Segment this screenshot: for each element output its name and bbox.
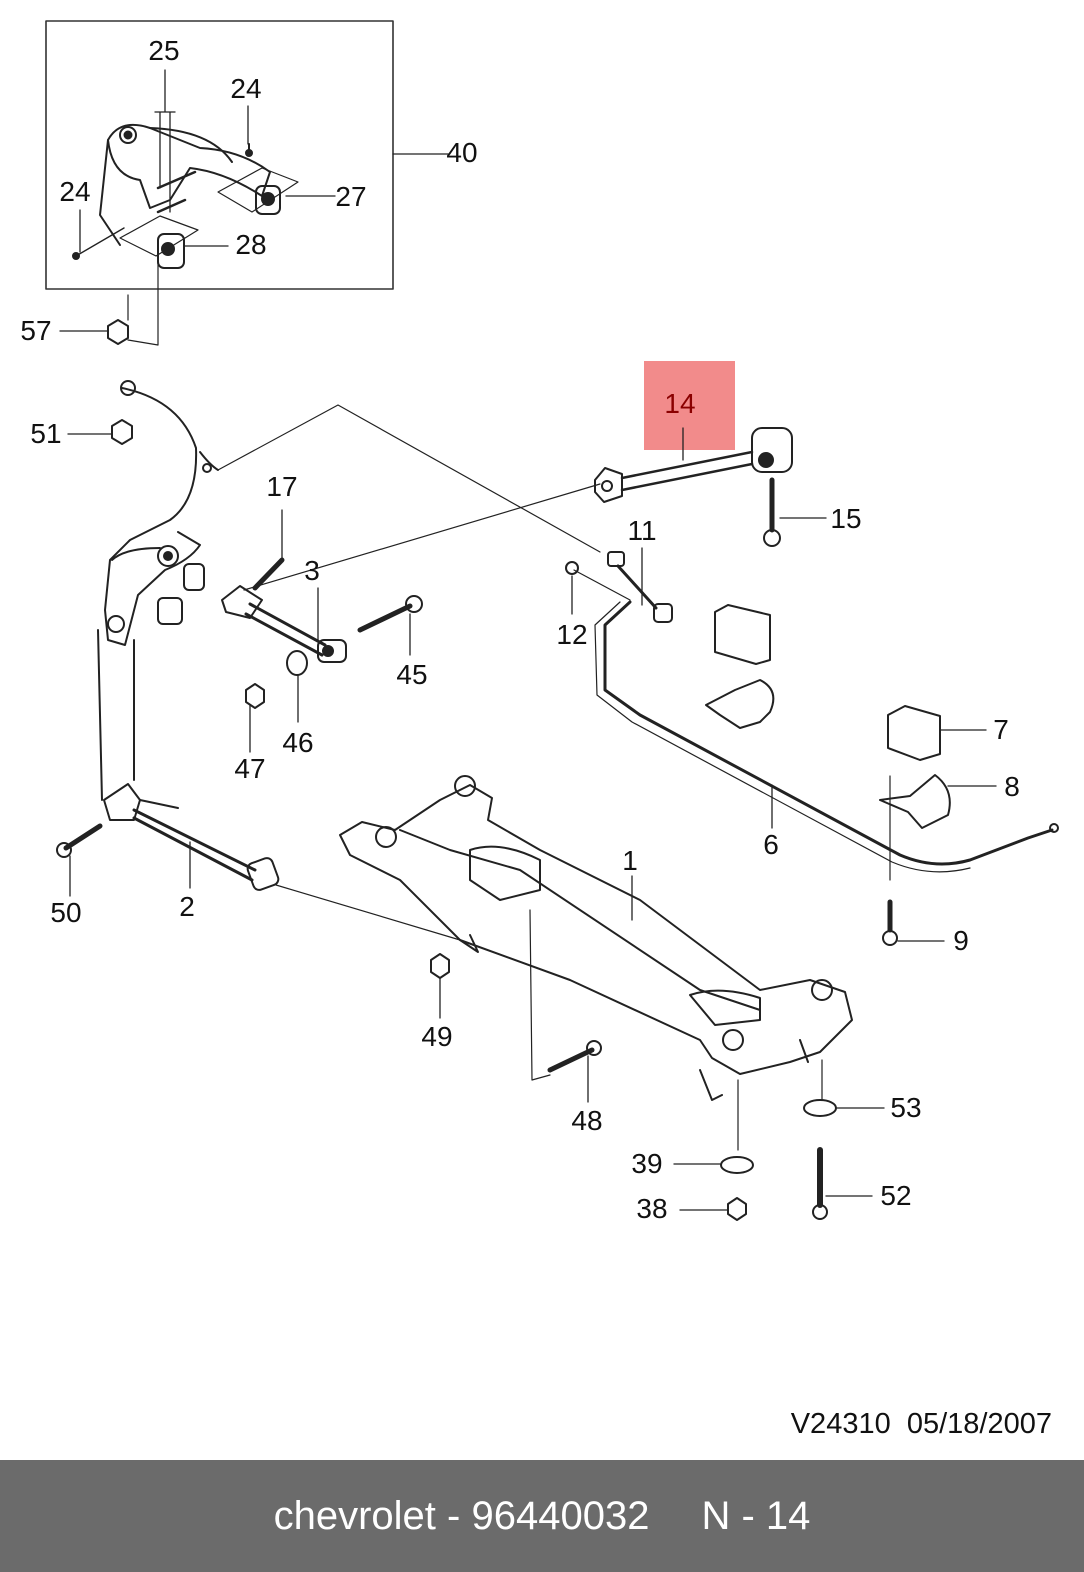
callout-57: 57 [20,315,51,346]
stabilizer-bar-6 [594,600,1059,873]
callout-52: 52 [880,1180,911,1211]
part-number: 96440032 [471,1493,650,1538]
callout-53: 53 [890,1092,921,1123]
callout-25: 25 [148,35,179,66]
callout-2: 2 [179,891,195,922]
knuckle-assembly [97,380,601,801]
callout-1: 1 [622,845,638,876]
callout-24-top: 24 [230,73,261,104]
callout-49: 49 [421,1021,452,1052]
stabilizer-bracket-upper [705,679,775,729]
inset-box-40 [45,20,394,290]
diagram-reference: V24310 05/18/2007 [791,1408,1052,1441]
callout-15: 15 [830,503,861,534]
stabilizer-bracket-8 [879,774,951,829]
callout-9: 9 [953,925,969,956]
callout-51: 51 [30,418,61,449]
leader-lines [59,69,997,1211]
callout-38: 38 [636,1193,667,1224]
reference-date: 05/18/2007 [906,1408,1052,1440]
callout-50: 50 [50,897,81,928]
end-link-11 [573,551,673,623]
trailing-link-2 [103,783,461,941]
crossmember-1 [339,775,853,1101]
nut-51 [111,419,133,445]
callout-24-left: 24 [59,176,90,207]
callout-14: 14 [664,388,695,419]
callout-6: 6 [763,829,779,860]
callout-3: 3 [304,555,320,586]
stabilizer-bushing-upper [714,604,771,665]
callout-47: 47 [234,753,265,784]
callout-40: 40 [446,137,477,168]
callout-27: 27 [335,181,366,212]
highlight-box-14 [644,361,735,450]
callout-12: 12 [556,619,587,650]
footer-bar: chevrolet - 96440032 N - 14 [0,1460,1084,1572]
callout-39: 39 [631,1148,662,1179]
callout-8: 8 [1004,771,1020,802]
callout-46: 46 [282,727,313,758]
page-reference: N - 14 [701,1493,811,1538]
callout-48: 48 [571,1105,602,1136]
callout-45: 45 [396,659,427,690]
stabilizer-bushing-7 [887,705,941,761]
link-14 [594,427,793,503]
nut-57 [107,319,129,345]
reference-code: V24310 [790,1408,891,1440]
upper-control-arm-inset [72,124,299,269]
callout-17: 17 [266,471,297,502]
callout-11: 11 [627,515,656,546]
exploded-parts-diagram: 25 24 24 40 27 28 57 51 14 15 17 3 11 12… [20,20,1059,1224]
lateral-link-3 [221,483,601,663]
footer-separator: - [447,1493,461,1538]
callout-28: 28 [235,229,266,260]
callout-7: 7 [993,714,1009,745]
brand-name: chevrolet [273,1493,436,1538]
